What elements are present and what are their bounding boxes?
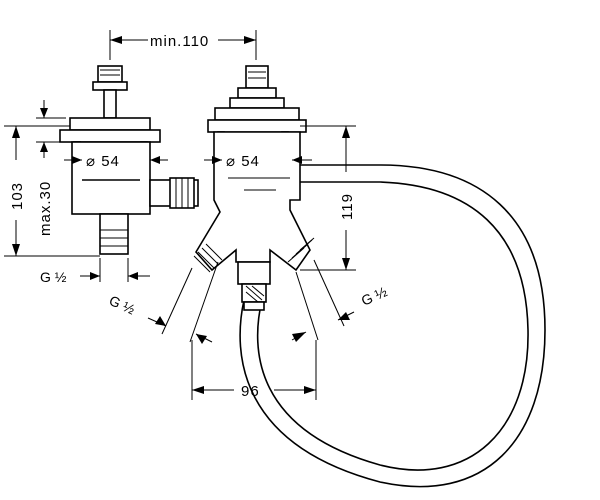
dim-thread-bottom-right: G ½: [359, 283, 390, 309]
dim-outlet-spacing: 96: [241, 383, 260, 400]
dim-thread-left: G ½: [40, 269, 67, 285]
hose: [239, 164, 546, 488]
dimensions: [4, 30, 356, 400]
dim-top-width: min.110: [150, 33, 209, 50]
dim-right-diameter: ⌀ 54: [226, 153, 260, 170]
dim-thread-bottom-left: G ½: [107, 292, 138, 318]
left-valve: [59, 65, 199, 255]
right-valve: [193, 65, 315, 311]
dim-total-height-left: 103: [9, 182, 26, 210]
dim-max-height-left: max.30: [37, 181, 54, 236]
dim-left-diameter: ⌀ 54: [86, 153, 120, 170]
dim-right-height: 119: [339, 193, 356, 220]
